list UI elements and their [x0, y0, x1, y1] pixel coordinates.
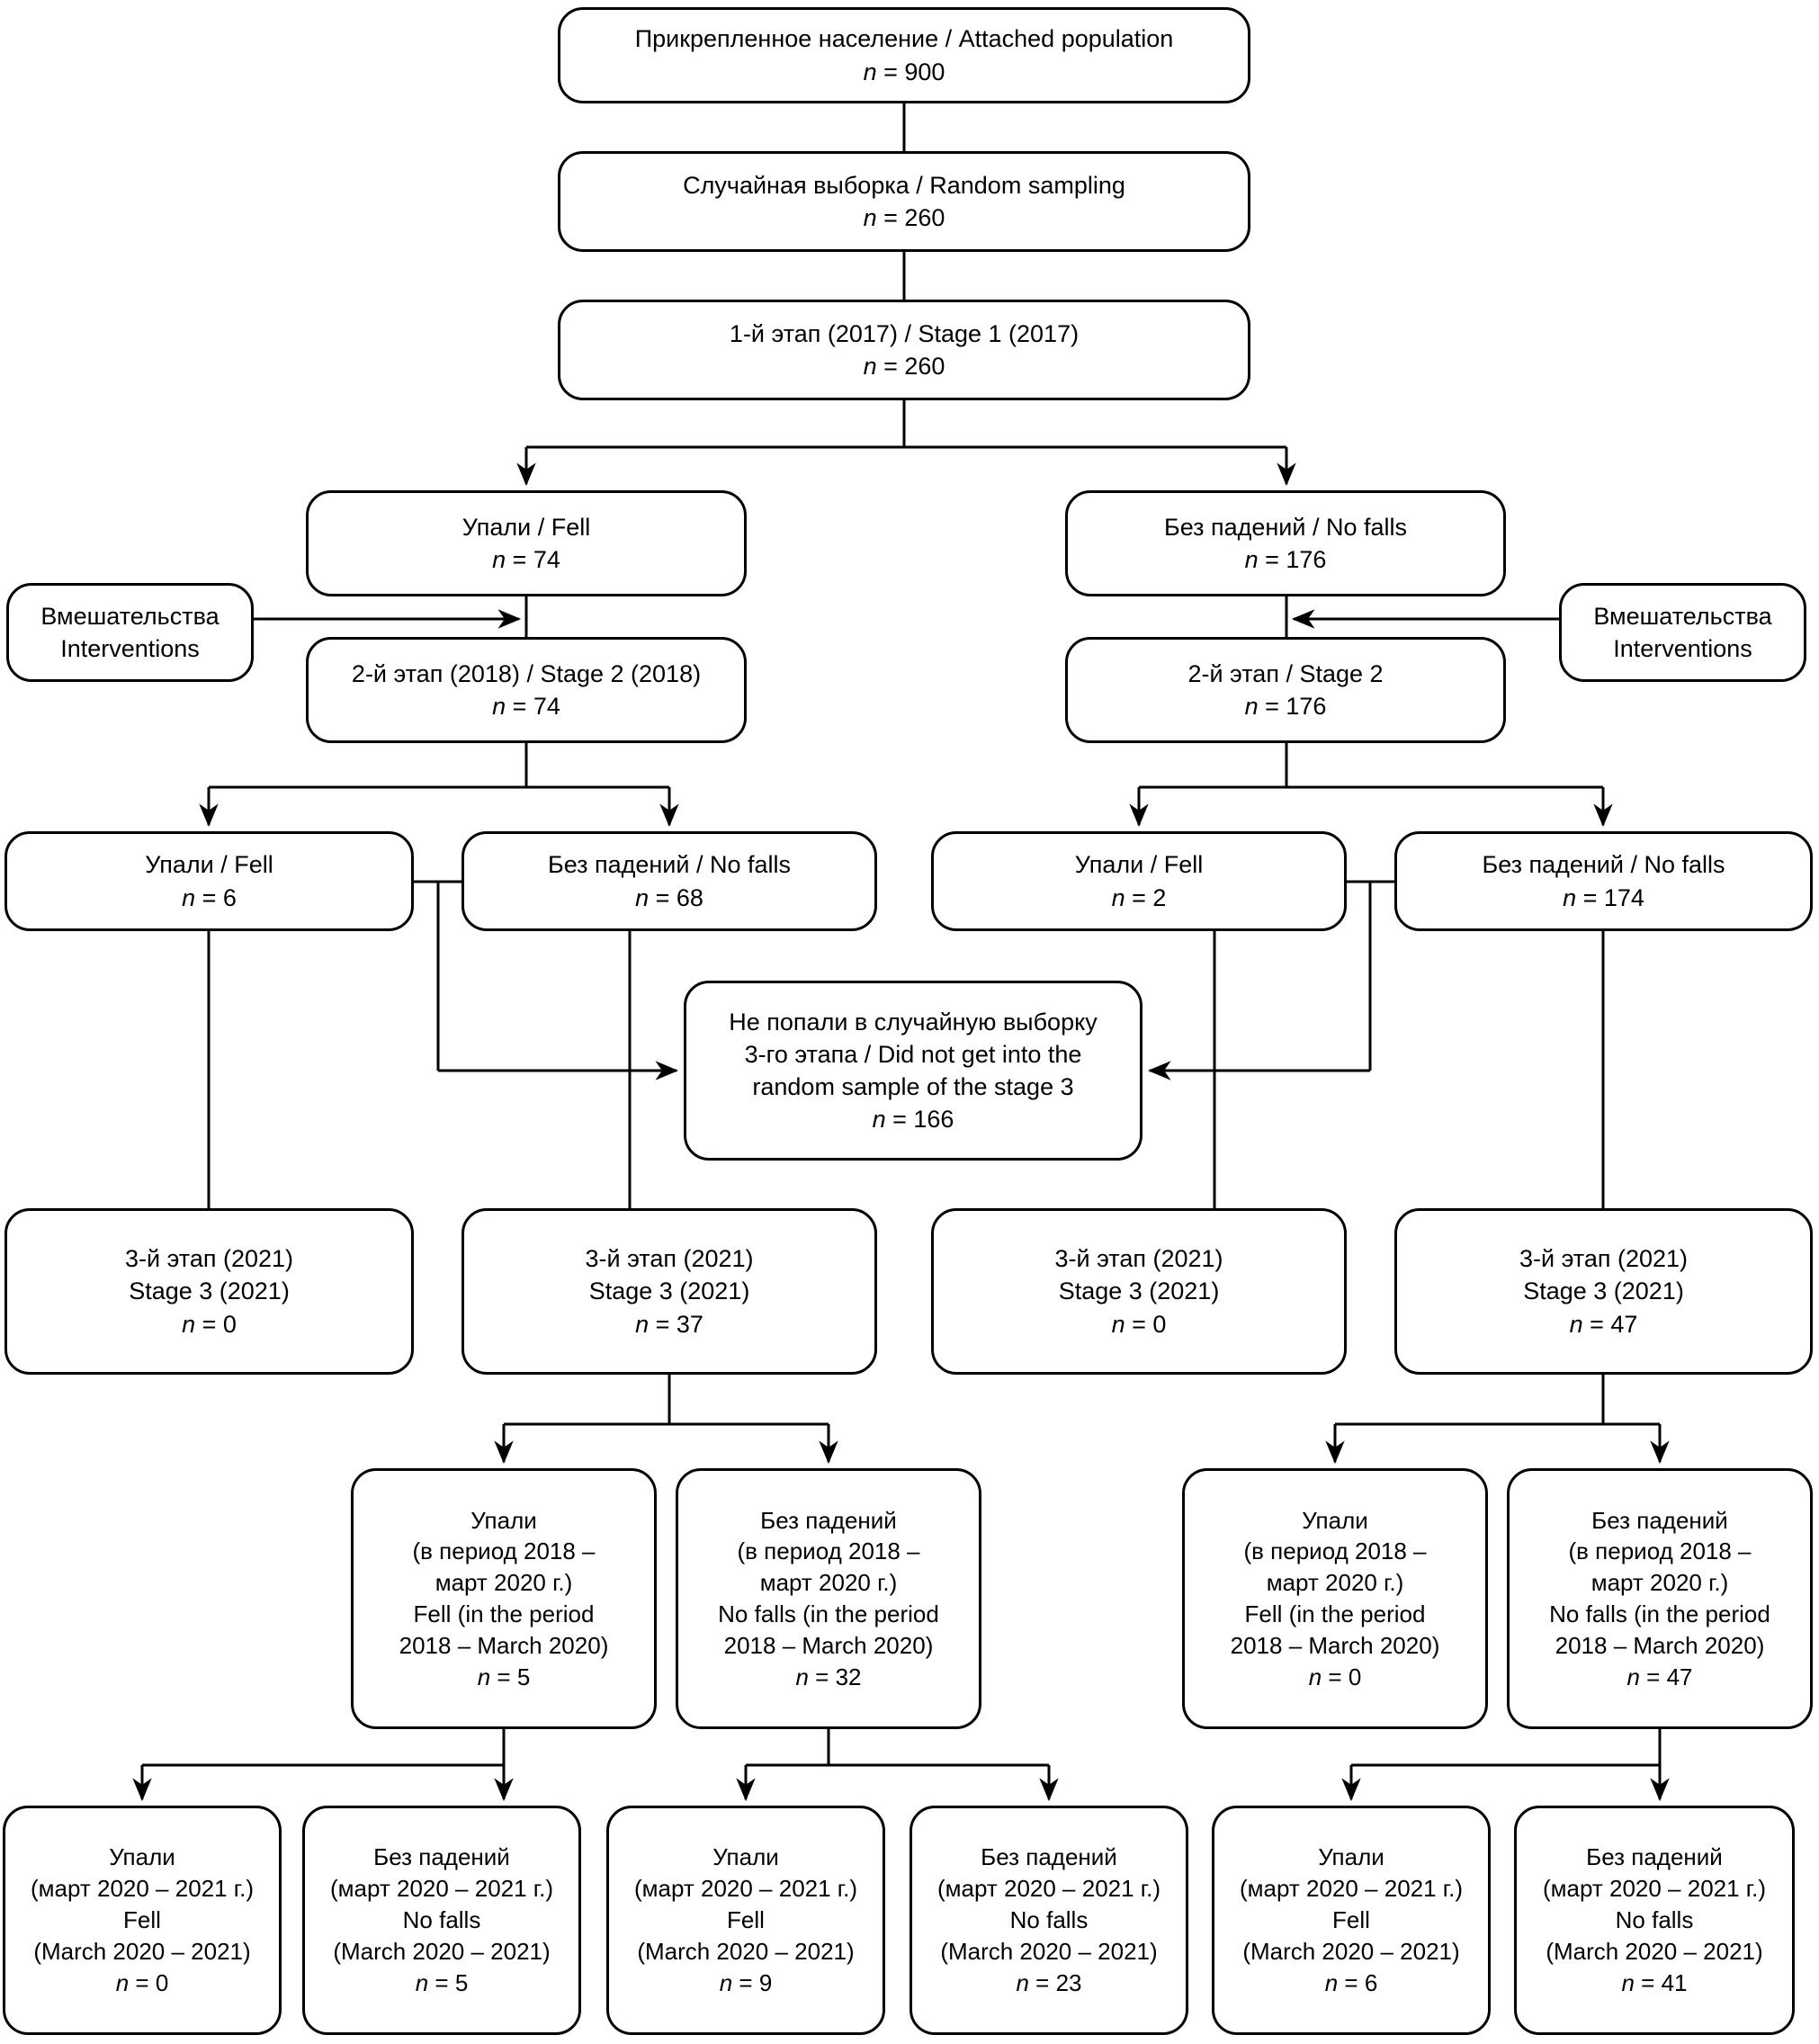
n-value: n = 41 [1621, 1968, 1688, 1996]
node-interventions-left: Вмешательства Interventions [6, 583, 254, 682]
n-value: n = 2 [1111, 883, 1167, 911]
n-value: n = 0 [1308, 1663, 1362, 1690]
n-value: n = 260 [863, 353, 945, 380]
node-fell-final-3: Упали (март 2020 – 2021 г.) Fell (March … [1212, 1806, 1491, 2035]
node-not-in-stage3-sample: Не попали в случайную выборку 3-го этапа… [684, 981, 1142, 1161]
node-no-falls-stage2-left: Без падений / No falls n = 68 [461, 831, 877, 931]
node-stage2-left: 2-й этап (2018) / Stage 2 (2018) n = 74 [306, 637, 747, 743]
node-no-falls-final-2: Без падений (март 2020 – 2021 г.) No fal… [910, 1806, 1188, 2035]
node-fell-stage2-right: Упали / Fell n = 2 [931, 831, 1347, 931]
n-value: n = 0 [1111, 1310, 1167, 1338]
n-value: n = 174 [1563, 883, 1644, 911]
node-interventions-right: Вмешательства Interventions [1559, 583, 1806, 682]
node-stage3-1: 3-й этап (2021) Stage 3 (2021) n = 0 [4, 1208, 414, 1375]
node-no-falls-2017: Без падений / No falls n = 176 [1065, 490, 1506, 596]
connectors [132, 103, 1670, 1802]
n-value: n = 47 [1569, 1310, 1638, 1338]
node-stage1: 1-й этап (2017) / Stage 1 (2017) n = 260 [558, 300, 1250, 400]
node-no-falls-final-3: Без падений (март 2020 – 2021 г.) No fal… [1514, 1806, 1795, 2035]
node-fell-final-2: Упали (март 2020 – 2021 г.) Fell (March … [606, 1806, 885, 2035]
node-random-sampling: Случайная выборка / Random sampling n = … [558, 151, 1250, 252]
n-value: n = 74 [492, 693, 560, 720]
n-value: n = 6 [1324, 1968, 1378, 1996]
n-value: n = 9 [719, 1968, 773, 1996]
n-value: n = 5 [477, 1663, 531, 1690]
n-value: n = 166 [872, 1106, 954, 1134]
node-fell-period-left: Упали (в период 2018 – март 2020 г.) Fel… [351, 1468, 657, 1729]
node-stage2-right: 2-й этап / Stage 2 n = 176 [1065, 637, 1506, 743]
n-value: n = 47 [1626, 1663, 1693, 1690]
n-value: n = 900 [863, 58, 945, 85]
n-value: n = 74 [492, 546, 560, 573]
node-stage3-2: 3-й этап (2021) Stage 3 (2021) n = 37 [461, 1208, 877, 1375]
node-attached-population: Прикрепленное население / Attached popul… [558, 7, 1250, 103]
n-value: n = 176 [1244, 693, 1327, 720]
node-fell-stage2-left: Упали / Fell n = 6 [4, 831, 414, 931]
n-value: n = 32 [795, 1663, 862, 1690]
n-value: n = 0 [115, 1968, 169, 1996]
node-no-falls-period-right: Без падений (в период 2018 – март 2020 г… [1507, 1468, 1813, 1729]
n-value: n = 0 [182, 1310, 237, 1338]
n-value: n = 37 [635, 1310, 703, 1338]
node-fell-final-1: Упали (март 2020 – 2021 г.) Fell (March … [3, 1806, 282, 2035]
n-value: n = 6 [182, 883, 237, 911]
n-value: n = 176 [1244, 546, 1327, 573]
n-value: n = 23 [1016, 1968, 1082, 1996]
node-stage3-4: 3-й этап (2021) Stage 3 (2021) n = 47 [1394, 1208, 1813, 1375]
node-no-falls-period-left: Без падений (в период 2018 – март 2020 г… [676, 1468, 981, 1729]
n-value: n = 260 [863, 204, 945, 231]
node-no-falls-stage2-right: Без падений / No falls n = 174 [1394, 831, 1813, 931]
n-value: n = 5 [415, 1968, 469, 1996]
node-stage3-3: 3-й этап (2021) Stage 3 (2021) n = 0 [931, 1208, 1347, 1375]
node-fell-2017: Упали / Fell n = 74 [306, 490, 747, 596]
node-no-falls-final-1: Без падений (март 2020 – 2021 г.) No fal… [302, 1806, 581, 2035]
n-value: n = 68 [635, 883, 703, 911]
node-fell-period-right: Упали (в период 2018 – март 2020 г.) Fel… [1182, 1468, 1488, 1729]
